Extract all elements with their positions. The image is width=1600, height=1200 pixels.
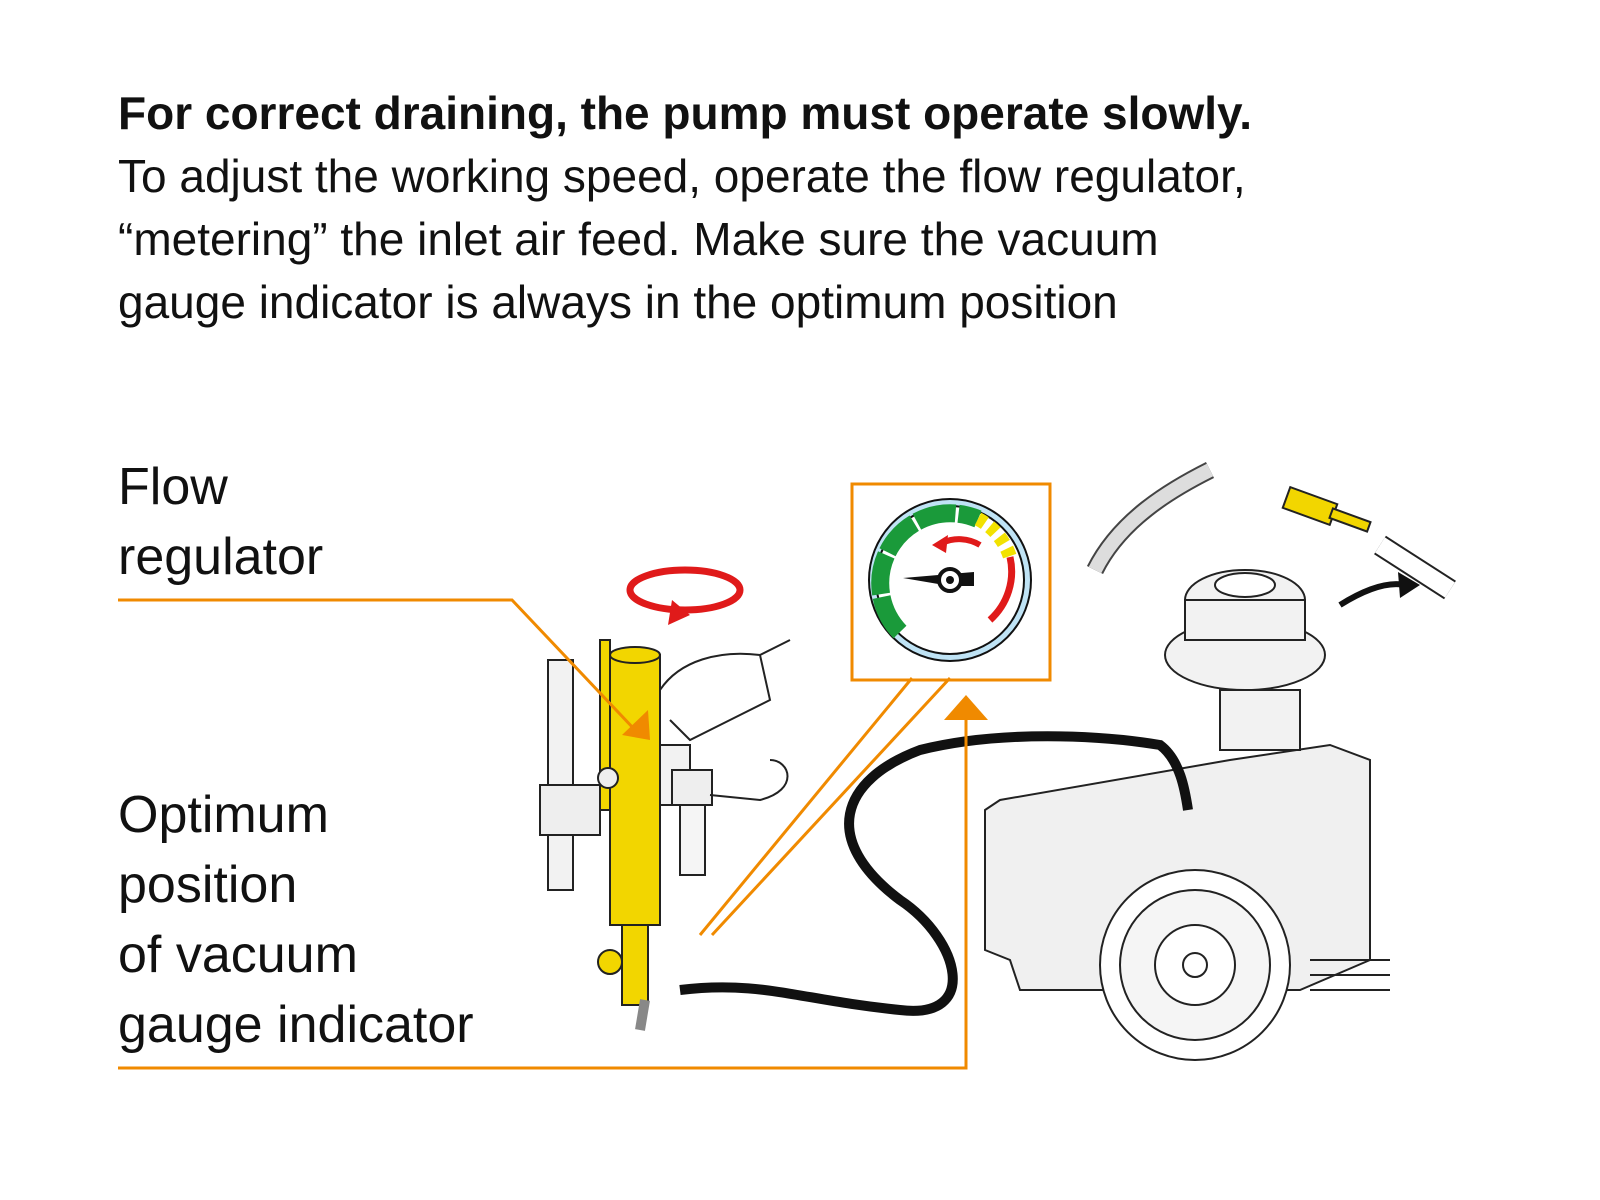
flow-regulator-label: Flow regulator bbox=[118, 452, 323, 592]
label-line: Flow bbox=[118, 458, 228, 516]
engine-fuel-pump bbox=[1086, 461, 1456, 751]
car-illustration bbox=[984, 743, 1390, 1061]
callout-arrow-down bbox=[622, 710, 650, 740]
intro-line: “metering” the inlet air feed. Make sure… bbox=[118, 213, 1159, 265]
optimum-position-label: Optimum position of vacuum gauge indicat… bbox=[118, 780, 474, 1060]
label-line: of vacuum bbox=[118, 926, 358, 984]
vacuum-hose bbox=[679, 731, 1193, 1016]
rotation-icon bbox=[626, 566, 744, 625]
direction-arrow bbox=[1338, 581, 1406, 608]
intro-lead: For correct draining, the pump must oper… bbox=[118, 87, 1252, 139]
label-line: regulator bbox=[118, 528, 324, 586]
arrow-head-icon bbox=[1398, 572, 1420, 598]
vacuum-gauge-icon bbox=[868, 498, 1032, 662]
callout-arrow-up bbox=[944, 695, 988, 720]
intro-line: gauge indicator is always in the optimum… bbox=[118, 276, 1118, 328]
intro-line: To adjust the working speed, operate the… bbox=[118, 150, 1246, 202]
label-line: gauge indicator bbox=[118, 996, 474, 1054]
label-line: Optimum bbox=[118, 786, 329, 844]
callout-lines bbox=[118, 482, 1052, 1070]
hand-illustration bbox=[659, 639, 791, 742]
drainage-pump bbox=[539, 639, 789, 1031]
label-line: position bbox=[118, 856, 298, 914]
intro-text: For correct draining, the pump must oper… bbox=[118, 82, 1518, 334]
